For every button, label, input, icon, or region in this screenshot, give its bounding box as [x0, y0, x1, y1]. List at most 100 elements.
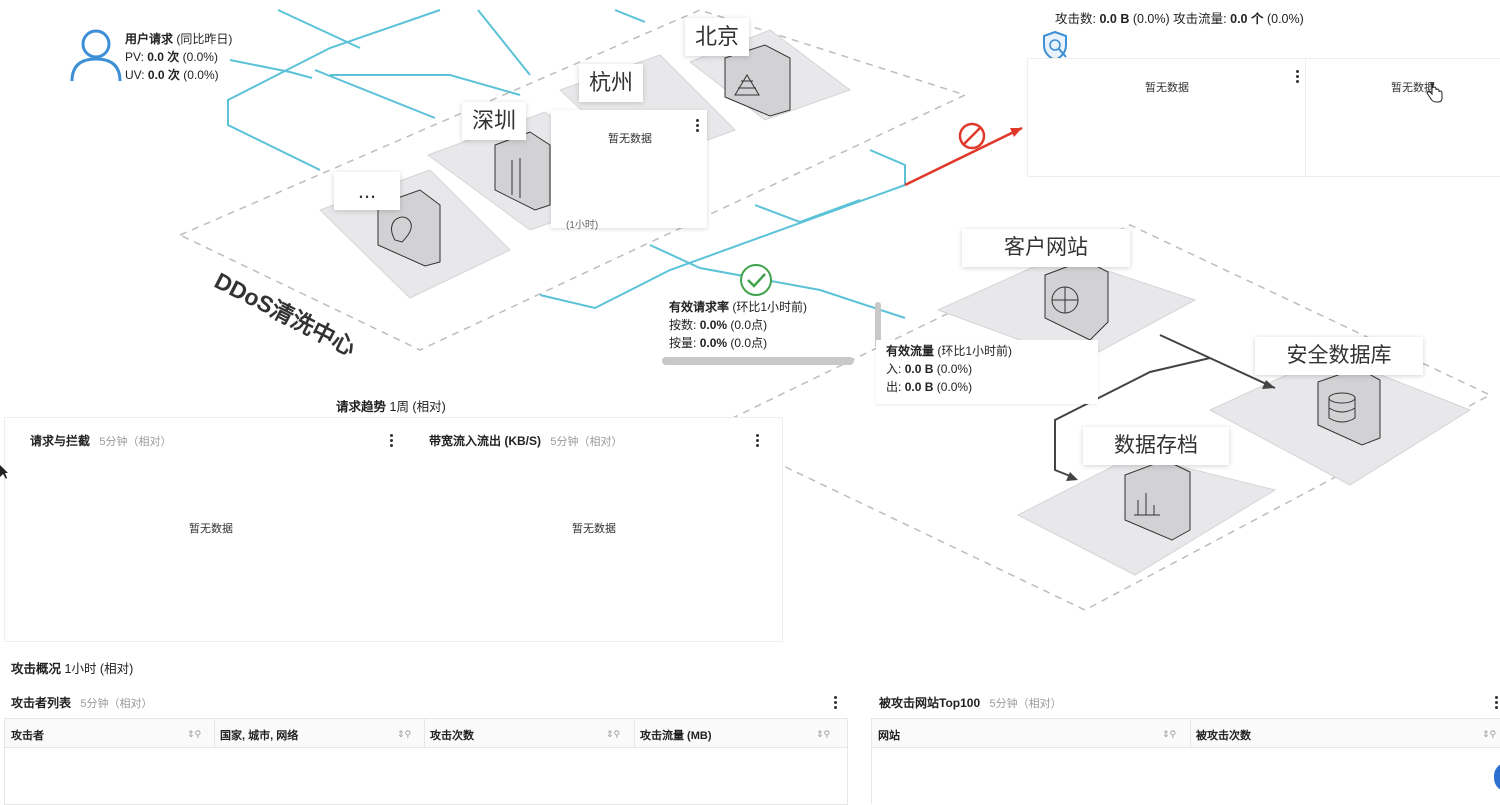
valid-count-value: 0.0%	[699, 318, 728, 332]
label-secure-db: 安全数据库	[1255, 337, 1423, 375]
attack-flow-pct: (0.0%)	[1266, 12, 1304, 26]
user-request-block: 用户请求 (同比昨日) PV: 0.0 次 (0.0%) UV: 0.0 次 (…	[125, 30, 232, 84]
attack-count-value: 0.0 B	[1099, 12, 1130, 26]
sort-filter-icon[interactable]: ⇕⚲	[187, 729, 202, 739]
requests-intercepts-title: 请求与拦截	[30, 434, 91, 448]
valid-flow-compare: (环比1小时前)	[937, 344, 1013, 358]
flow-out-label: 出:	[886, 380, 902, 394]
valid-flow-card: 有效流量 (环比1小时前) 入: 0.0 B (0.0%) 出: 0.0 B (…	[876, 340, 1098, 404]
center-popup-menu-icon[interactable]	[696, 119, 700, 134]
internal-flow-lines	[1054, 334, 1276, 479]
request-trend-heading: 请求趋势 1周 (相对)	[336, 396, 446, 415]
sort-filter-icon[interactable]: ⇕⚲	[816, 729, 831, 739]
attack-flow-value: 0.0 个	[1230, 12, 1264, 26]
attackers-table: 攻击者 ⇕⚲ 国家, 城市, 网络 ⇕⚲ 攻击次数 ⇕⚲ 攻击流量 (MB) ⇕…	[4, 718, 848, 805]
flow-in-pct: (0.0%)	[936, 362, 973, 376]
ok-check-icon	[740, 264, 772, 296]
bandwidth-range: 5分钟（相对）	[550, 436, 623, 448]
valid-count-delta: (0.0点)	[730, 318, 768, 332]
top-sites-header: 被攻击网站Top100 5分钟（相对）	[879, 694, 1062, 711]
pv-value: 0.0 次	[147, 50, 180, 64]
uv-label: UV:	[125, 68, 145, 82]
col-attack-count[interactable]: 攻击次数	[430, 730, 474, 742]
valid-request-card: 有效请求率 (环比1小时前) 按数: 0.0% (0.0点) 按量: 0.0% …	[662, 298, 881, 368]
col-attacker[interactable]: 攻击者	[11, 730, 44, 742]
flow-in-label: 入:	[886, 362, 902, 376]
label-shenzhen: 深圳	[462, 102, 527, 140]
sort-filter-icon[interactable]: ⇕⚲	[1482, 729, 1497, 739]
valid-volume-label: 按量:	[669, 336, 697, 350]
bandwidth-title: 带宽流入流出 (KB/S)	[429, 434, 541, 448]
center-popup-footer: (1小时)	[566, 220, 599, 231]
requests-intercepts-menu-icon[interactable]	[390, 434, 394, 449]
attack-left-no-data: 暂无数据	[1145, 82, 1189, 94]
attack-right-no-data: 暂无数据	[1391, 82, 1435, 94]
attack-left-menu-icon[interactable]	[1296, 70, 1300, 85]
blocked-line	[904, 126, 1023, 187]
valid-request-title: 有效请求率	[669, 300, 730, 314]
attack-overview-heading: 攻击概况 1小时 (相对)	[11, 658, 133, 677]
floating-help-button[interactable]	[1494, 762, 1500, 792]
valid-volume-value: 0.0%	[699, 336, 728, 350]
uv-value: 0.0 次	[147, 68, 180, 82]
arrow-cursor-icon	[0, 465, 8, 479]
request-trend-range: 1周 (相对)	[389, 400, 446, 414]
attack-overview-range: 1小时 (相对)	[64, 662, 134, 676]
attack-count-pct: (0.0%)	[1132, 12, 1170, 26]
attack-summary-panels: 暂无数据 暂无数据	[1027, 58, 1500, 177]
valid-volume-delta: (0.0点)	[730, 336, 768, 350]
requests-intercepts-header: 请求与拦截 5分钟（相对）	[30, 432, 171, 449]
attackers-range: 5分钟（相对）	[80, 698, 153, 710]
flow-in-value: 0.0 B	[904, 362, 934, 376]
bandwidth-no-data: 暂无数据	[572, 523, 616, 535]
request-trend-panel: 请求与拦截 5分钟（相对） 暂无数据 带宽流入流出 (KB/S) 5分钟（相对）…	[4, 417, 783, 642]
attackers-header: 攻击者列表 5分钟（相对）	[11, 694, 152, 711]
hand-cursor-icon	[1426, 82, 1443, 103]
center-popup-card: 暂无数据 (1小时)	[551, 110, 707, 231]
col-location[interactable]: 国家, 城市, 网络	[220, 730, 299, 742]
top-sites-title: 被攻击网站Top100	[879, 696, 981, 710]
bandwidth-menu-icon[interactable]	[756, 434, 760, 449]
center-popup-no-data: 暂无数据	[608, 133, 652, 145]
valid-request-compare: (环比1小时前)	[732, 300, 808, 314]
bandwidth-header: 带宽流入流出 (KB/S) 5分钟（相对）	[429, 432, 622, 449]
top-sites-menu-icon[interactable]	[1495, 696, 1499, 711]
request-trend-title: 请求趋势	[336, 400, 387, 414]
col-attacked-count[interactable]: 被攻击次数	[1196, 730, 1251, 742]
user-icon	[70, 29, 122, 82]
label-hangzhou: 杭州	[579, 64, 644, 102]
sort-filter-icon[interactable]: ⇕⚲	[397, 729, 412, 739]
ddos-region-outline	[178, 9, 968, 351]
flow-out-pct: (0.0%)	[936, 380, 973, 394]
sort-filter-icon[interactable]: ⇕⚲	[1162, 729, 1177, 739]
valid-request-hscrollbar[interactable]	[662, 357, 854, 365]
attackers-table-header-row	[5, 719, 847, 748]
server-beijing	[724, 44, 791, 117]
valid-count-label: 按数:	[669, 318, 697, 332]
col-attack-flow[interactable]: 攻击流量 (MB)	[640, 730, 712, 742]
requests-intercepts-no-data: 暂无数据	[189, 523, 233, 535]
label-more: ...	[334, 172, 400, 210]
attack-flow-label: 攻击流量:	[1173, 12, 1227, 26]
col-website[interactable]: 网站	[878, 730, 900, 742]
pv-pct: (0.0%)	[182, 50, 218, 64]
label-data-archive: 数据存档	[1083, 427, 1229, 465]
valid-request-vscrollbar[interactable]	[875, 302, 881, 348]
label-customer-site: 客户网站	[962, 229, 1130, 267]
requests-intercepts-range: 5分钟（相对）	[99, 436, 172, 448]
attack-overview-title: 攻击概况	[11, 662, 62, 676]
user-request-title: 用户请求	[125, 32, 174, 46]
top-sites-table-header-row	[872, 719, 1500, 748]
attackers-menu-icon[interactable]	[834, 696, 838, 711]
pv-label: PV:	[125, 50, 144, 64]
sort-filter-icon[interactable]: ⇕⚲	[606, 729, 621, 739]
attack-summary-line: 攻击数: 0.0 B (0.0%) 攻击流量: 0.0 个 (0.0%)	[1055, 10, 1304, 28]
uv-pct: (0.0%)	[183, 68, 219, 82]
flow-out-value: 0.0 B	[904, 380, 934, 394]
user-request-compare: (同比昨日)	[176, 32, 233, 46]
label-beijing: 北京	[685, 18, 750, 56]
server-shenzhen	[494, 131, 551, 211]
attackers-title: 攻击者列表	[11, 696, 72, 710]
top-sites-range: 5分钟（相对）	[989, 698, 1062, 710]
valid-flow-title: 有效流量	[886, 344, 935, 358]
